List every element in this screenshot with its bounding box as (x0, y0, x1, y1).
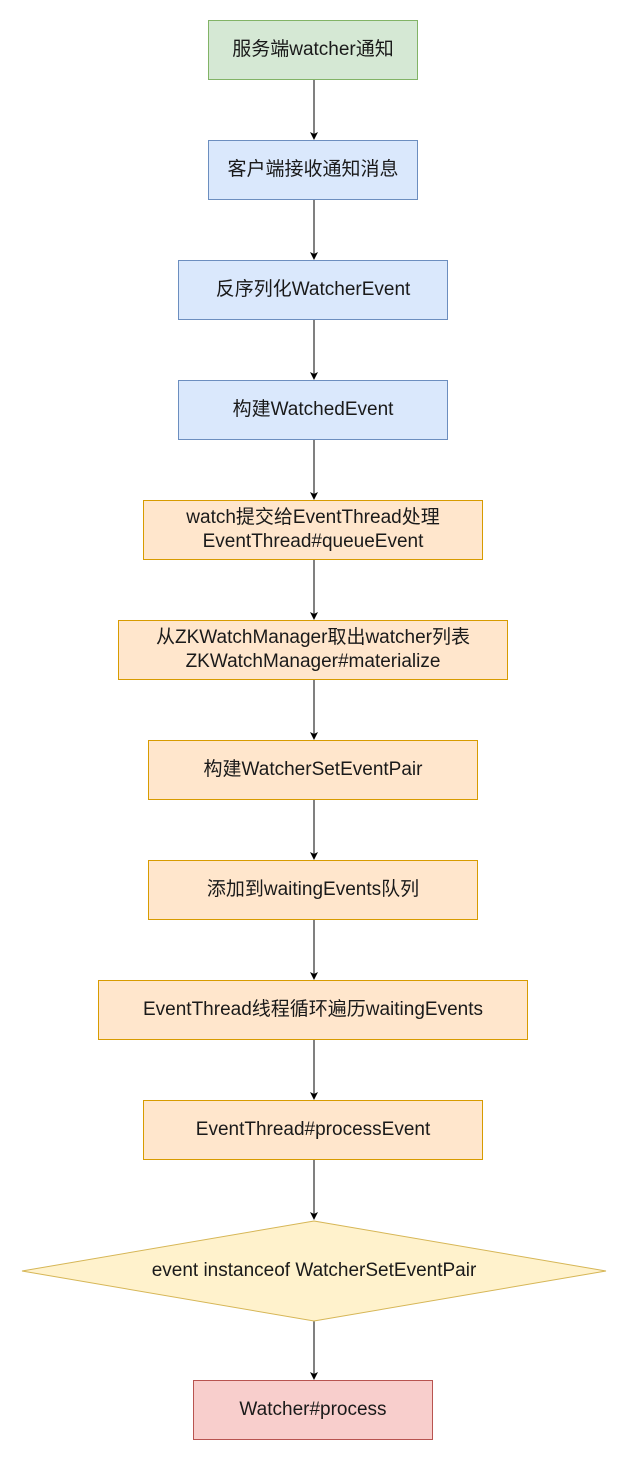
node-label: 构建WatchedEvent (232, 399, 394, 420)
node-build-watcher-set-event-pair: 构建WatcherSetEventPair (148, 740, 478, 800)
node-build-watched-event: 构建WatchedEvent (178, 380, 448, 440)
node-materialize-watchers: 从ZKWatchManager取出watcher列表 ZKWatchManage… (118, 620, 508, 680)
node-label: 添加到waitingEvents队列 (206, 879, 420, 900)
decision-label: event instanceof WatcherSetEventPair (151, 1260, 477, 1281)
node-label: Watcher#process (239, 1399, 387, 1420)
node-label-method: ZKWatchManager#materialize (185, 651, 441, 672)
node-label: watch提交给EventThread处理 (186, 507, 440, 528)
node-client-receive-message: 客户端接收通知消息 (208, 140, 418, 200)
node-label: 服务端watcher通知 (232, 39, 394, 60)
node-label: EventThread线程循环遍历waitingEvents (142, 999, 483, 1020)
node-event-thread-loop: EventThread线程循环遍历waitingEvents (98, 980, 528, 1040)
node-add-to-waiting-events: 添加到waitingEvents队列 (148, 860, 478, 920)
node-deserialize-watcher-event: 反序列化WatcherEvent (178, 260, 448, 320)
node-label: 客户端接收通知消息 (227, 159, 399, 180)
node-label: 构建WatcherSetEventPair (203, 759, 423, 780)
node-label-method: EventThread#queueEvent (202, 531, 424, 552)
node-server-watcher-notify: 服务端watcher通知 (208, 20, 418, 80)
node-label: 反序列化WatcherEvent (215, 279, 411, 300)
decision-diamond (21, 1220, 607, 1322)
node-label: 从ZKWatchManager取出watcher列表 (156, 627, 470, 648)
node-watcher-process: Watcher#process (193, 1380, 433, 1440)
decision-label-container: event instanceof WatcherSetEventPair (22, 1221, 606, 1321)
node-process-event: EventThread#processEvent (143, 1100, 483, 1160)
node-label: EventThread#processEvent (195, 1119, 431, 1140)
node-submit-to-event-thread: watch提交给EventThread处理 EventThread#queueE… (143, 500, 483, 560)
